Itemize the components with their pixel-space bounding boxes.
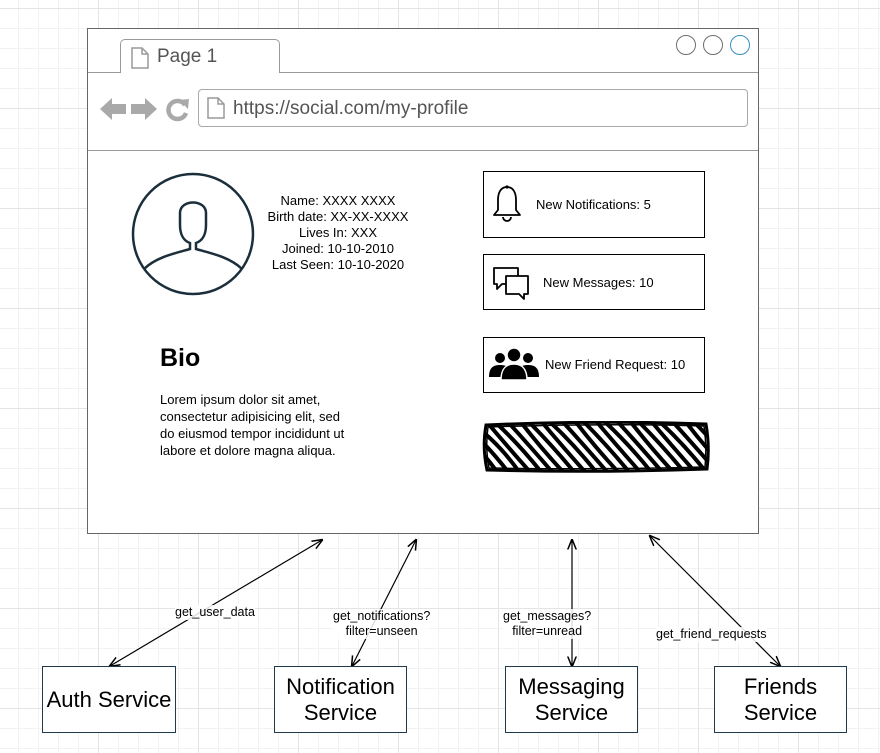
messaging-edge-label: get_messages? filter=unread	[503, 609, 592, 639]
notification-service-label: Notification Service	[286, 674, 395, 726]
window-maximize-circle[interactable]	[703, 35, 723, 55]
service-label-line: Messaging	[518, 673, 625, 699]
friend-requests-label: New Friend Request: 10	[545, 357, 686, 372]
profile-lives-in: Lives In: XXX	[298, 225, 378, 240]
page-icon	[207, 97, 225, 119]
user-avatar-icon	[131, 172, 255, 296]
notification-service-box[interactable]: Notification Service	[274, 666, 407, 733]
auth-edge-label: get_user_data	[175, 605, 255, 620]
bio-text: Lorem ipsum dolor sit amet, consectetur …	[160, 391, 370, 459]
service-label-line: Service	[534, 699, 609, 725]
back-arrow-icon[interactable]	[100, 98, 126, 120]
profile-joined: Joined: 10-10-2010	[281, 241, 395, 256]
friends-service-box[interactable]: Friends Service	[714, 666, 847, 733]
hatched-placeholder	[482, 421, 710, 473]
bio-title: Bio	[160, 344, 201, 372]
forward-arrow-icon[interactable]	[131, 98, 157, 120]
service-label-line: Friends	[743, 673, 818, 699]
profile-birth-date: Birth date: XX-XX-XXXX	[267, 209, 409, 224]
window-minimize-circle[interactable]	[676, 35, 696, 55]
auth-connection-arrow	[110, 540, 322, 666]
edge-label-line: filter=unseen	[345, 624, 418, 638]
reload-icon[interactable]	[165, 97, 190, 122]
notifications-card[interactable]: New Notifications: 5	[483, 171, 705, 238]
tab-label: Page 1	[157, 46, 218, 67]
bio-line: consectetur adipisicing elit, sed	[160, 409, 340, 424]
friends-edge-label: get_friend_requests	[656, 627, 767, 642]
auth-service-box[interactable]: Auth Service	[42, 666, 176, 733]
address-bar[interactable]: https://social.com/my-profile	[198, 89, 748, 127]
notifications-label: New Notifications: 5	[536, 197, 651, 212]
hatch-stroke	[484, 422, 522, 472]
messaging-service-label: Messaging Service	[518, 674, 624, 726]
bio-line: do eiusmod tempor incididunt ut	[160, 426, 345, 441]
tab-bar: Page 1	[88, 29, 758, 74]
profile-name: Name: XXXX XXXX	[280, 193, 396, 208]
service-label-line: Notification	[286, 673, 395, 699]
edge-label-line: get_messages?	[503, 609, 592, 623]
browser-toolbar: https://social.com/my-profile	[88, 73, 758, 151]
url-text: https://social.com/my-profile	[233, 98, 469, 119]
hatch-stroke	[484, 422, 500, 472]
messaging-service-box[interactable]: Messaging Service	[505, 666, 638, 733]
browser-tab[interactable]: Page 1	[120, 39, 280, 74]
edge-label-line: get_notifications?	[333, 609, 431, 623]
notification-edge-label: get_notifications? filter=unseen	[333, 609, 431, 639]
edge-label-line: filter=unread	[512, 624, 583, 638]
messages-label: New Messages: 10	[543, 275, 654, 290]
service-label-line: Service	[743, 699, 818, 725]
group-icon	[489, 347, 539, 381]
friends-connection-arrow	[650, 536, 780, 666]
auth-service-label: Auth Service	[46, 686, 172, 712]
notification-connection-arrow	[352, 540, 416, 666]
bio-line: Lorem ipsum dolor sit amet,	[160, 392, 321, 407]
bell-icon	[493, 185, 521, 222]
friends-service-label: Friends Service	[744, 674, 817, 726]
messages-card[interactable]: New Messages: 10	[483, 254, 705, 310]
chat-bubbles-icon	[493, 267, 529, 300]
bio-line: labore et dolore magna aliqua.	[160, 443, 336, 458]
browser-window: Page 1 https://social.com/my	[87, 28, 759, 534]
profile-last-seen: Last Seen: 10-10-2020	[271, 257, 405, 272]
window-close-circle[interactable]	[730, 35, 750, 55]
service-label-line: Service	[303, 699, 378, 725]
page-icon	[131, 47, 149, 69]
friend-requests-card[interactable]: New Friend Request: 10	[483, 337, 705, 393]
